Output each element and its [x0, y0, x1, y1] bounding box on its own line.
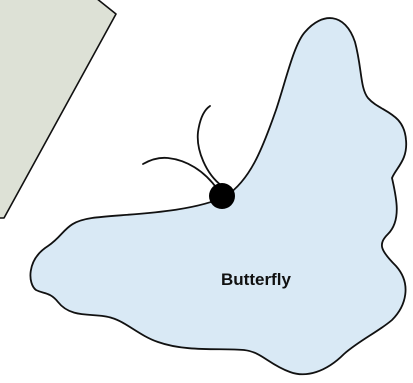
grey-panel — [0, 0, 116, 218]
antenna-long — [198, 106, 222, 186]
antenna-short — [143, 158, 218, 190]
head-icon — [209, 183, 235, 209]
shape-label: Butterfly — [221, 270, 291, 289]
